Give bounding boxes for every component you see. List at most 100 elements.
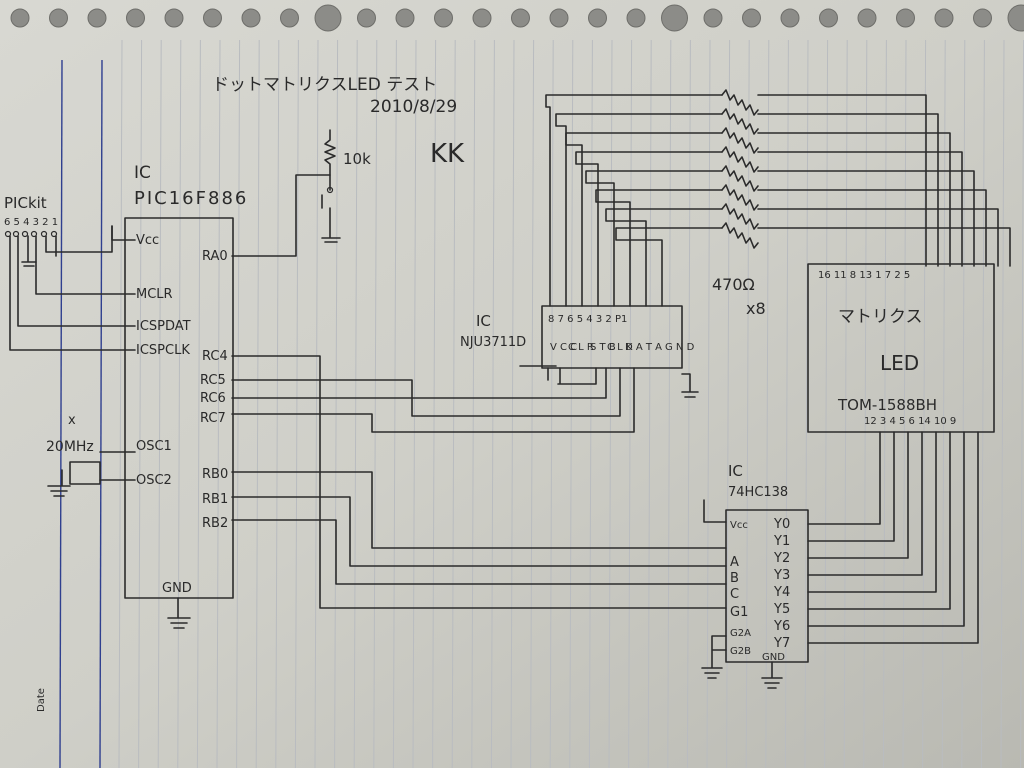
ruled-lines bbox=[118, 39, 1024, 768]
matrix-part-number: TOM-1588BH bbox=[837, 396, 937, 414]
resistor-470 bbox=[721, 89, 759, 116]
ruled-line bbox=[745, 39, 750, 768]
ruled-line bbox=[667, 39, 672, 768]
binder-hole bbox=[549, 8, 569, 28]
led-matrix-module: 16 11 8 13 1 7 2 5 マトリクス LED TOM-1588BH … bbox=[807, 263, 995, 433]
binder-hole bbox=[703, 8, 723, 28]
date-label: Date bbox=[36, 688, 47, 712]
wire-decoder-to-matrix bbox=[807, 431, 881, 525]
binder-hole bbox=[896, 8, 915, 28]
resistor-470 bbox=[721, 165, 759, 192]
ruled-line bbox=[530, 39, 535, 768]
pic-pin-osc2: OSC2 bbox=[136, 473, 172, 488]
ruled-line bbox=[196, 39, 201, 768]
njs-pin-clr: C L R bbox=[568, 342, 594, 353]
ruled-line bbox=[432, 39, 437, 768]
njs-pin-gnd: G N D bbox=[665, 342, 695, 353]
wire-resistor-to-matrix bbox=[757, 189, 987, 267]
pic-pin-mclr: MCLR bbox=[136, 287, 173, 302]
wire-decoder-to-matrix bbox=[807, 431, 979, 644]
ruled-line bbox=[353, 39, 358, 768]
decoder-part-number: 74HC138 bbox=[728, 485, 788, 500]
binder-hole bbox=[780, 8, 800, 28]
ruled-line bbox=[373, 39, 378, 768]
decoder-pin-g1: G1 bbox=[730, 605, 748, 620]
ruled-line bbox=[569, 39, 574, 768]
matrix-label-2: LED bbox=[880, 351, 919, 375]
pic-pin-icspdat: ICSPDAT bbox=[136, 319, 191, 334]
pic-pin-rc7: RC7 bbox=[200, 411, 226, 426]
ruled-line bbox=[412, 39, 417, 768]
decoder-pin-y3: Y3 bbox=[773, 568, 790, 583]
resistor-bank-count: x8 bbox=[746, 299, 766, 318]
ruled-line bbox=[255, 39, 260, 768]
ruled-line bbox=[686, 39, 691, 768]
binder-hole bbox=[314, 4, 342, 32]
matrix-top-pins: 16 11 8 13 1 7 2 5 bbox=[818, 270, 910, 281]
wire-decoder-to-matrix bbox=[807, 431, 951, 610]
matrix-bottom-pins: 12 3 4 5 6 14 10 9 bbox=[864, 416, 956, 427]
resistor-10k-label: 10k bbox=[343, 150, 371, 168]
ruled-line bbox=[510, 39, 515, 768]
binder-hole bbox=[126, 8, 145, 28]
ruled-line bbox=[1000, 39, 1005, 768]
resistor-bank-470 bbox=[721, 89, 759, 249]
binder-hole bbox=[434, 8, 453, 28]
binder-hole bbox=[87, 8, 107, 28]
pic-pin-rc6: RC6 bbox=[200, 391, 226, 406]
wire-nju-to-resistor bbox=[605, 208, 723, 307]
ruled-line bbox=[314, 39, 319, 768]
wire-nju-to-resistor bbox=[545, 94, 723, 307]
wire-resistor-to-matrix bbox=[757, 170, 975, 267]
ruled-line bbox=[941, 39, 946, 768]
ruled-line bbox=[490, 39, 495, 768]
njs-pin-vcc: V C C bbox=[550, 342, 577, 353]
decoder-pin-y4: Y4 bbox=[773, 585, 790, 600]
binder-hole bbox=[626, 8, 646, 28]
wire-nju-to-resistor bbox=[555, 113, 723, 307]
wire-nju-to-resistor bbox=[595, 189, 723, 307]
decoder-74hc138-chip: IC 74HC138 Vcc A B C G1 G2A G2B Y0Y1Y2Y3… bbox=[701, 462, 809, 689]
decoder-pin-g2a: G2A bbox=[730, 628, 751, 639]
binder-hole bbox=[973, 8, 992, 28]
pic-part-number: PIC16F886 bbox=[134, 188, 248, 209]
ruled-line bbox=[804, 39, 809, 768]
ruled-line bbox=[765, 39, 770, 768]
binder-hole bbox=[511, 8, 530, 28]
decoder-pin-y0: Y0 bbox=[773, 517, 790, 532]
resistor-470 bbox=[721, 184, 759, 211]
njs-ic-label: IC bbox=[476, 312, 491, 330]
binder-hole bbox=[1007, 4, 1024, 32]
binder-hole bbox=[742, 8, 761, 28]
crystal-label: 20MHz bbox=[46, 439, 94, 455]
pic16f886-chip: IC PIC16F886 Vcc MCLR ICSPDAT ICSPCLK OS… bbox=[111, 163, 248, 629]
binder-hole bbox=[357, 8, 376, 28]
pic-pin-osc1: OSC1 bbox=[136, 439, 172, 454]
wire-resistor-to-matrix bbox=[757, 208, 999, 267]
ruled-line bbox=[451, 39, 456, 768]
resistor-470 bbox=[721, 146, 759, 173]
pic-pin-rc4: RC4 bbox=[202, 349, 228, 364]
wire-nju-to-resistor bbox=[565, 132, 723, 307]
ruled-line bbox=[726, 39, 731, 768]
page-date: 2010/8/29 bbox=[370, 97, 457, 117]
ruled-line bbox=[216, 39, 221, 768]
pickit-pin-numbers: 6 5 4 3 2 1 bbox=[4, 217, 58, 228]
wire-nju-to-resistor bbox=[585, 170, 723, 307]
margin-line-right bbox=[99, 59, 103, 768]
wire-decoder-to-matrix bbox=[807, 431, 923, 576]
ruled-line bbox=[608, 39, 613, 768]
pic-pin-rc5: RC5 bbox=[200, 373, 226, 388]
nju3711d-chip: IC NJU3711D 8 7 6 5 4 3 2 P1 V C C C L R… bbox=[460, 305, 699, 398]
pic-pin-ra0: RA0 bbox=[202, 249, 228, 264]
ruled-line bbox=[647, 39, 652, 768]
binder-hole bbox=[49, 8, 68, 28]
binder-hole bbox=[472, 8, 492, 28]
decoder-pin-c: C bbox=[730, 587, 739, 602]
njs-pin-numbers: 8 7 6 5 4 3 2 P1 bbox=[548, 314, 627, 325]
wire-decoder-to-matrix bbox=[807, 431, 937, 593]
author-initials: KK bbox=[430, 139, 465, 169]
ruled-line bbox=[294, 39, 299, 768]
wire-resistor-to-matrix bbox=[757, 113, 939, 267]
